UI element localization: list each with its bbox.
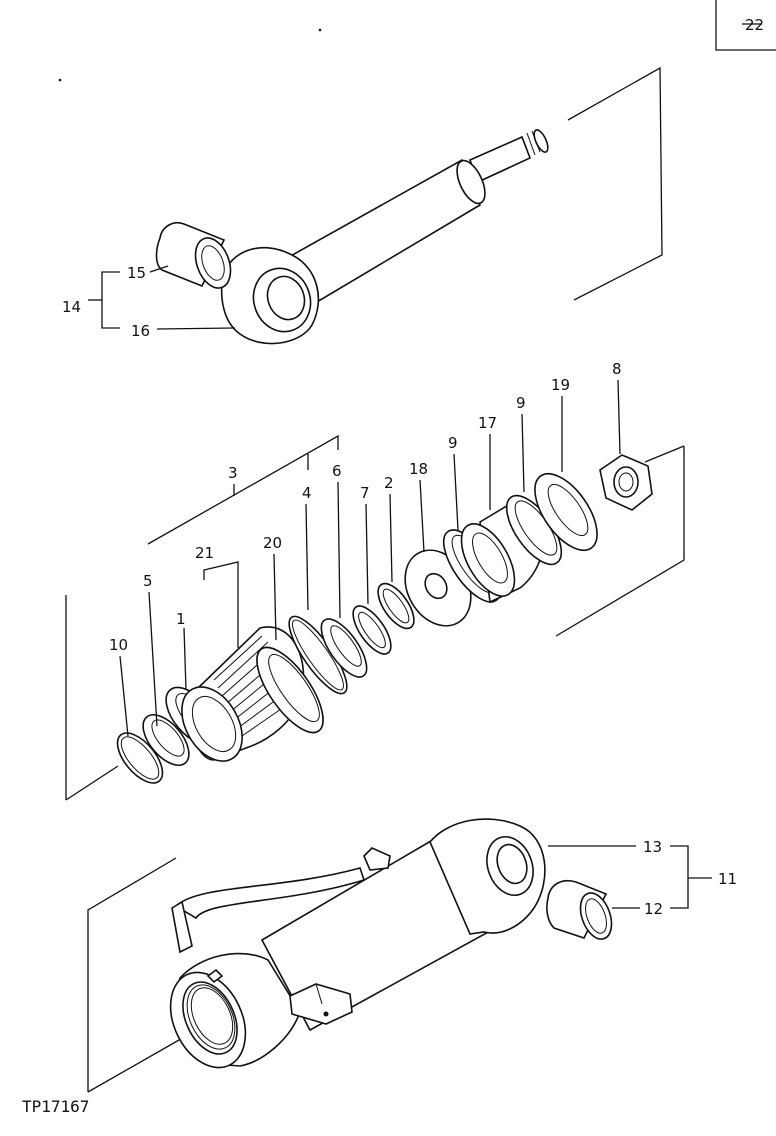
speck [58,78,62,82]
callout-20: 20 [263,534,282,552]
callout-8: 8 [612,360,622,378]
callout-group-14: 14 15 16 [62,264,236,340]
callout-13: 13 [643,838,662,856]
speck [318,28,322,32]
piston-and-gland-group [65,445,685,801]
callout-2: 2 [384,474,394,492]
callout-15: 15 [127,264,146,282]
piston-rod-assembly [155,66,663,345]
callout-1: 1 [176,610,186,628]
cylinder-barrel-assembly [87,818,613,1093]
callout-5: 5 [143,572,153,590]
page-reference-number: 22 [745,16,764,34]
callouts-middle: 3 5 21 1 10 20 4 6 7 2 18 9 17 9 19 8 [109,360,622,737]
callout-21: 21 [195,544,214,562]
callout-12: 12 [644,900,663,918]
callout-4: 4 [302,484,312,502]
callout-group-11: 13 12 11 [548,838,737,918]
callout-16: 16 [131,322,150,340]
callout-10: 10 [109,636,128,654]
callout-9-a: 9 [448,434,458,452]
callout-3: 3 [228,464,238,482]
callout-11: 11 [718,870,737,888]
callout-6: 6 [332,462,342,480]
callout-19: 19 [551,376,570,394]
callout-14: 14 [62,298,81,316]
callout-9-b: 9 [516,394,526,412]
callout-18: 18 [409,460,428,478]
figure-id-label: TP17167 [22,1097,90,1116]
page-reference-tab: 22 [715,0,776,51]
callout-7: 7 [360,484,370,502]
callout-17: 17 [478,414,497,432]
